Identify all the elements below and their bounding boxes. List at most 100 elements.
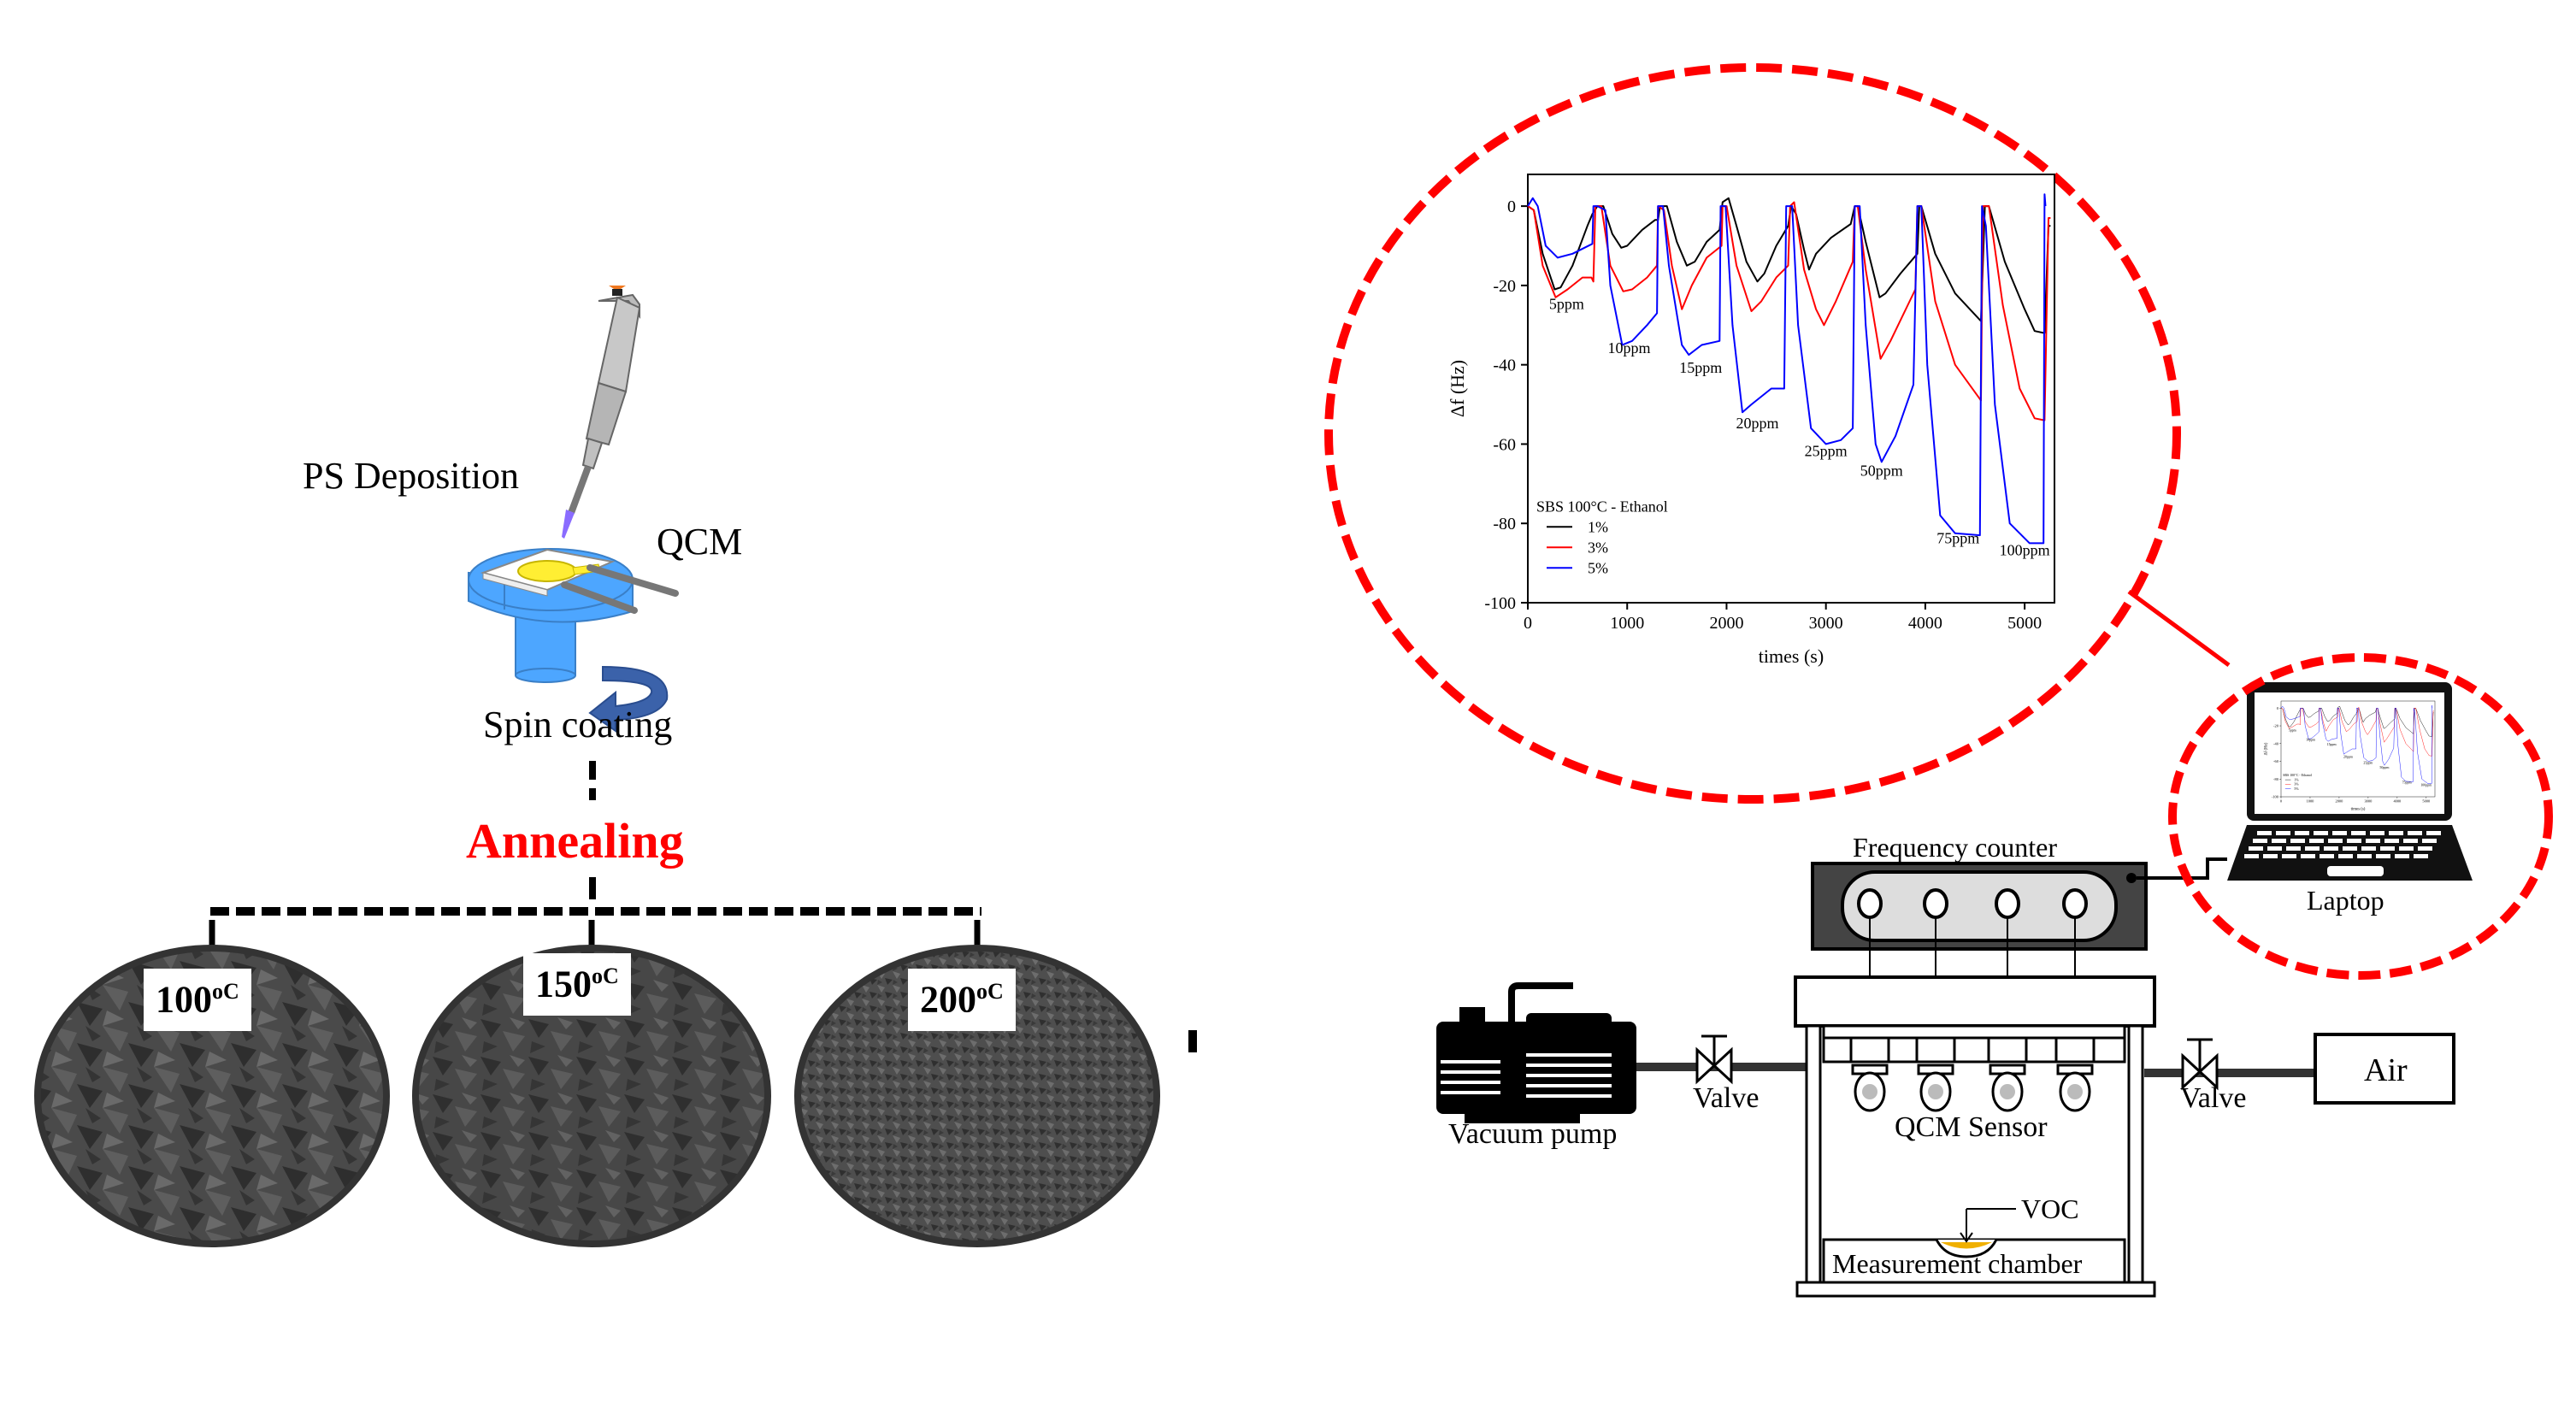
concentration-annotation: 10ppm	[1608, 339, 1651, 356]
laptop-key	[2414, 854, 2428, 858]
qcm-label: QCM	[657, 521, 743, 563]
x-axis-label: times (s)	[2351, 807, 2366, 811]
laptop-key	[2399, 846, 2414, 851]
y-tick-label: -40	[1493, 356, 1516, 375]
x-tick-label: 3000	[1809, 614, 1843, 633]
concentration-annotation: 15ppm	[1679, 359, 1722, 376]
series-line-3pct	[1527, 201, 2051, 421]
laptop-key	[2370, 831, 2384, 835]
sem-image-150c	[412, 945, 771, 1247]
qcm-electrode	[1862, 1084, 1877, 1099]
laptop-key	[2276, 831, 2290, 835]
valve-right-label: Valve	[2180, 1082, 2247, 1114]
x-tick-label: 5000	[2007, 614, 2042, 633]
legend-entry: 1%	[1588, 518, 1608, 535]
vacuum-pump-label: Vacuum pump	[1448, 1118, 1618, 1150]
sem-image-100c	[34, 945, 390, 1247]
legend-title: SBS 100°C - Ethanol	[1536, 498, 1668, 515]
x-tick-label: 5000	[2422, 799, 2431, 804]
laptop-key	[2253, 839, 2267, 843]
y-tick-label: -60	[1493, 435, 1516, 454]
laptop-key	[2314, 831, 2328, 835]
laptop-key	[2263, 854, 2278, 858]
y-tick-label: -80	[2273, 777, 2279, 781]
laptop-key	[2395, 854, 2409, 858]
series-line-5pct	[1527, 193, 2047, 545]
series-line-1pct	[1527, 197, 2051, 334]
plot-area	[2280, 700, 2436, 798]
legend-entry: 3%	[1588, 539, 1608, 556]
y-tick-label: 0	[1507, 197, 1516, 216]
concentration-annotation: 20ppm	[2343, 754, 2354, 758]
sensor-mount	[1915, 1036, 1956, 1064]
laptop-key	[2286, 846, 2301, 851]
y-tick-label: -60	[2273, 759, 2279, 763]
valve-left-icon[interactable]	[1695, 1034, 1733, 1085]
spin-coating-label: Spin coating	[483, 704, 673, 745]
y-tick-label: 0	[2277, 706, 2279, 710]
laptop-key	[2305, 846, 2320, 851]
laptop-key	[2361, 846, 2376, 851]
laptop-key	[2343, 846, 2357, 851]
sensor-mount	[1849, 1036, 1890, 1064]
valve-right-icon[interactable]	[2181, 1038, 2219, 1091]
laptop-cable	[2137, 857, 2227, 880]
series-line-3pct	[2280, 707, 2434, 757]
legend-entry: 3%	[2294, 782, 2299, 787]
laptop-key	[2282, 854, 2296, 858]
connector-dash	[589, 761, 596, 780]
concentration-annotation: 50ppm	[2379, 765, 2390, 769]
x-tick-label: 1000	[1610, 614, 1644, 633]
x-tick-label: 2000	[2336, 799, 2344, 804]
x-tick-label: 1000	[2307, 799, 2315, 804]
laptop-key	[2328, 839, 2343, 843]
plot-area	[1527, 174, 2055, 604]
concentration-annotation: 100ppm	[2420, 783, 2432, 787]
concentration-annotation: 15ppm	[2327, 742, 2337, 746]
laptop-key	[2380, 846, 2395, 851]
concentration-annotation: 25ppm	[1805, 442, 1848, 459]
laptop-key	[2338, 854, 2353, 858]
laptop-key	[2347, 839, 2361, 843]
laptop-key	[2267, 846, 2282, 851]
qcm-sensor-label: QCM Sensor	[1895, 1111, 2048, 1143]
legend-entry: 1%	[2294, 777, 2299, 781]
qcm-electrode	[2000, 1084, 2015, 1099]
laptop-key	[2320, 854, 2334, 858]
air-box	[2314, 1033, 2455, 1105]
laptop-key	[2351, 831, 2366, 835]
laptop-key	[2290, 839, 2305, 843]
sensor-mount	[1987, 1036, 2028, 1064]
vacuum-pump-icon	[1436, 982, 1636, 1123]
pipette-icon	[562, 286, 641, 539]
concentration-annotation: 50ppm	[1860, 463, 1903, 480]
concentration-annotation: 20ppm	[1736, 415, 1778, 432]
laptop-key	[2426, 831, 2441, 835]
x-tick-label: 4000	[1908, 614, 1942, 633]
laptop-key	[2384, 839, 2399, 843]
concentration-annotation: 10ppm	[2306, 738, 2316, 742]
concentration-annotation: 75ppm	[1936, 529, 1979, 546]
laptop-key	[2257, 831, 2272, 835]
spin-coater-illustration	[34, 286, 1197, 1247]
pipe-right	[2144, 1069, 2315, 1077]
zoom-connector-line	[2127, 589, 2231, 668]
laptop-key	[2244, 854, 2259, 858]
x-tick-label: 0	[1524, 614, 1532, 633]
laptop-key	[2332, 831, 2347, 835]
laptop-label: Laptop	[2307, 885, 2384, 916]
frequency-counter-label: Frequency counter	[1853, 832, 2058, 863]
x-axis-label: times (s)	[1759, 645, 1824, 667]
series-line-5pct	[2280, 704, 2433, 784]
y-tick-label: -20	[2273, 724, 2279, 728]
counter-port-icon	[1995, 888, 2020, 919]
rotation-arrow-icon	[588, 665, 669, 733]
concentration-annotation: 75ppm	[2402, 780, 2413, 784]
legend-entry: 5%	[2294, 787, 2299, 791]
concentration-annotation: 5ppm	[2289, 728, 2297, 732]
legend-entry: 5%	[1588, 559, 1608, 576]
laptop-key	[2418, 846, 2432, 851]
concentration-annotation: 25ppm	[2363, 761, 2373, 765]
x-tick-label: 0	[2280, 799, 2283, 804]
